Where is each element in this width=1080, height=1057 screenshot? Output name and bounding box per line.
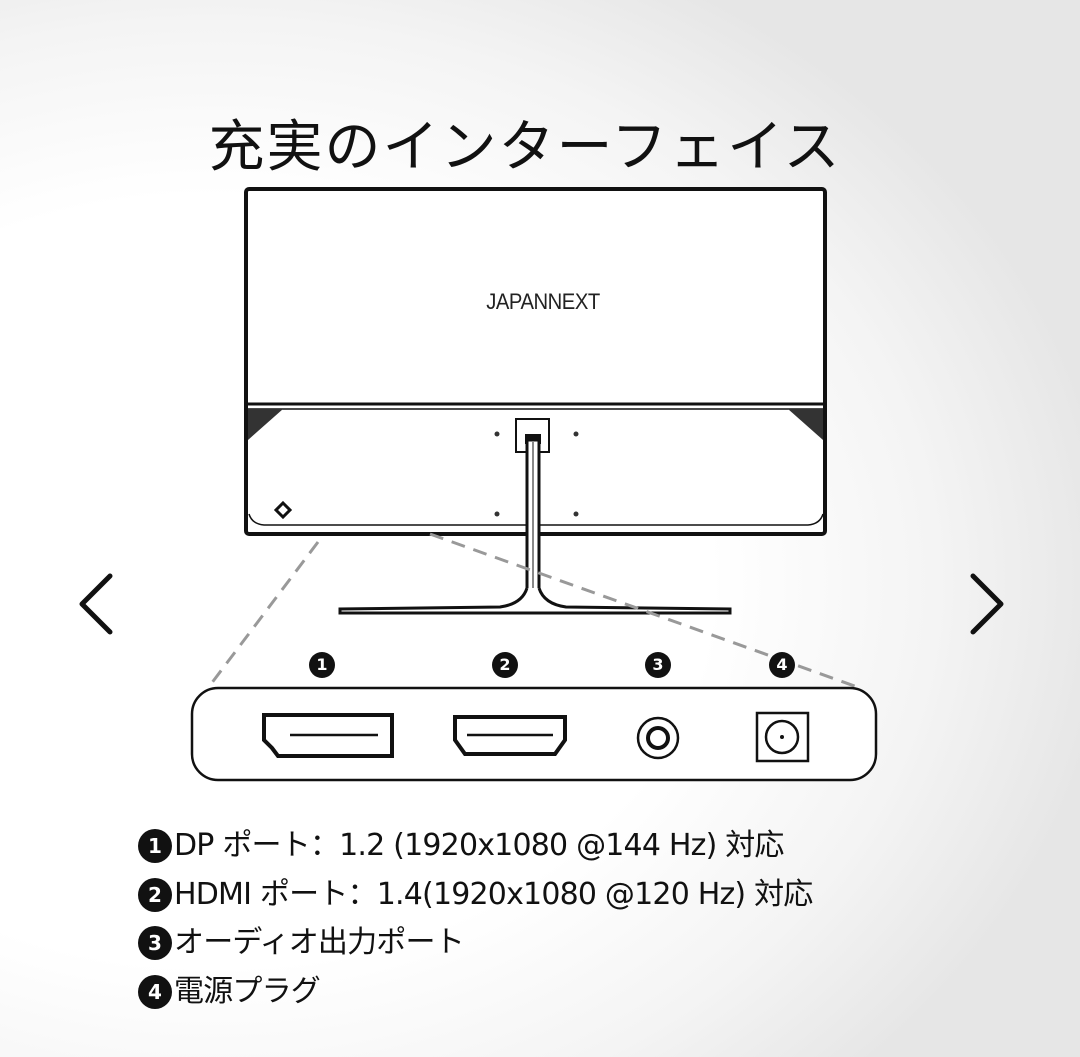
chevron-right-icon	[970, 573, 1004, 635]
spec-number-badge: 4	[138, 974, 172, 1009]
spec-text: HDMI ポート：1.4(1920x1080 @120 Hz) 対応	[174, 876, 813, 912]
spec-item-audio: 3 オーディオ出力ポート	[138, 919, 812, 968]
port-badge-2: 2	[492, 652, 518, 678]
spec-text: 電源プラグ	[174, 973, 321, 1009]
hdmi-port-icon	[453, 715, 567, 756]
spec-item-dp: 1 DP ポート：1.2 (1920x1080 @144 Hz) 対応	[138, 822, 812, 871]
port-badge-3: 3	[645, 652, 671, 678]
port-badge-4: 4	[769, 652, 795, 678]
spec-number-badge: 1	[138, 829, 172, 864]
spec-item-hdmi: 2 HDMI ポート：1.4(1920x1080 @120 Hz) 対応	[138, 871, 813, 920]
audio-jack-icon	[636, 716, 680, 760]
page-title: 充実のインターフェイス	[208, 115, 842, 180]
dc-power-jack-icon	[755, 711, 810, 763]
monitor-back	[244, 187, 827, 615]
port-panel	[190, 686, 878, 782]
spec-list: 1 DP ポート：1.2 (1920x1080 @144 Hz) 対応 2 HD…	[138, 822, 813, 1017]
spec-text: DP ポート：1.2 (1920x1080 @144 Hz) 対応	[174, 828, 784, 863]
spec-item-power: 4 電源プラグ	[138, 968, 812, 1017]
carousel-next-button[interactable]	[955, 568, 1015, 638]
spec-number-badge: 3	[138, 926, 172, 961]
spec-number-badge: 2	[138, 877, 172, 912]
port-badge-1: 1	[309, 652, 335, 678]
carousel-prev-button[interactable]	[68, 568, 128, 638]
brand-logo: JAPANNEXT	[486, 289, 600, 314]
spec-text: オーディオ出力ポート	[174, 925, 465, 960]
chevron-left-icon	[79, 573, 113, 635]
displayport-icon	[262, 713, 394, 758]
